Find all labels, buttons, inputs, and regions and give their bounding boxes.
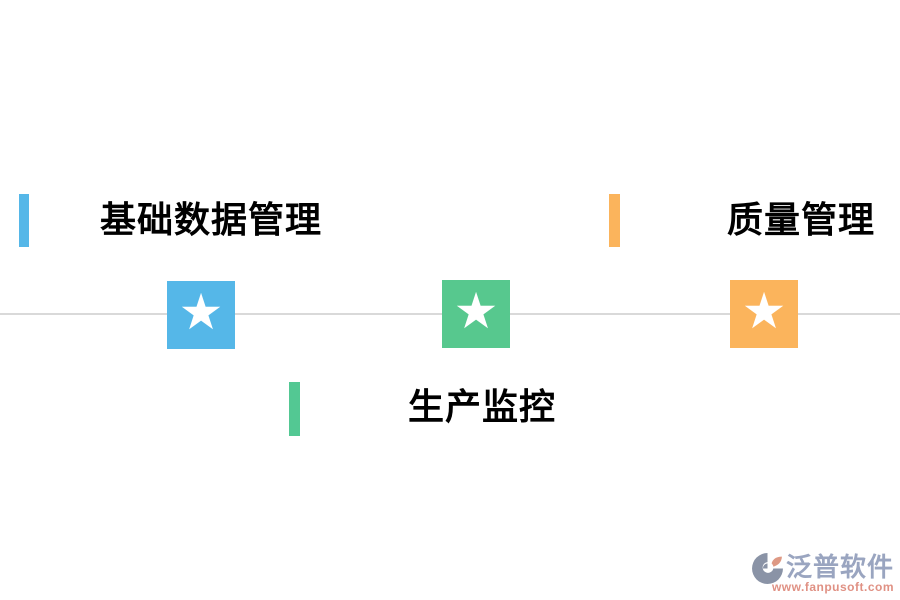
accent-bar-production: [289, 382, 300, 436]
section-title-basic-data: 基础数据管理: [100, 199, 323, 240]
accent-bar-quality: [609, 194, 620, 247]
star-tile-blue: ★: [167, 281, 235, 349]
brand-watermark: 泛普软件 www.fanpusoft.com: [751, 552, 894, 594]
brand-name: 泛普软件: [785, 551, 894, 582]
star-icon: ★: [741, 283, 787, 339]
star-tile-orange: ★: [730, 280, 798, 348]
fanpu-logo-icon: [752, 553, 783, 584]
star-tile-green: ★: [442, 280, 510, 348]
star-icon: ★: [178, 284, 224, 340]
brand-url: www.fanpusoft.com: [771, 580, 894, 594]
accent-bar-basic-data: [19, 194, 29, 247]
section-title-quality: 质量管理: [727, 199, 876, 240]
section-title-production: 生产监控: [408, 386, 557, 427]
star-icon: ★: [453, 283, 499, 339]
